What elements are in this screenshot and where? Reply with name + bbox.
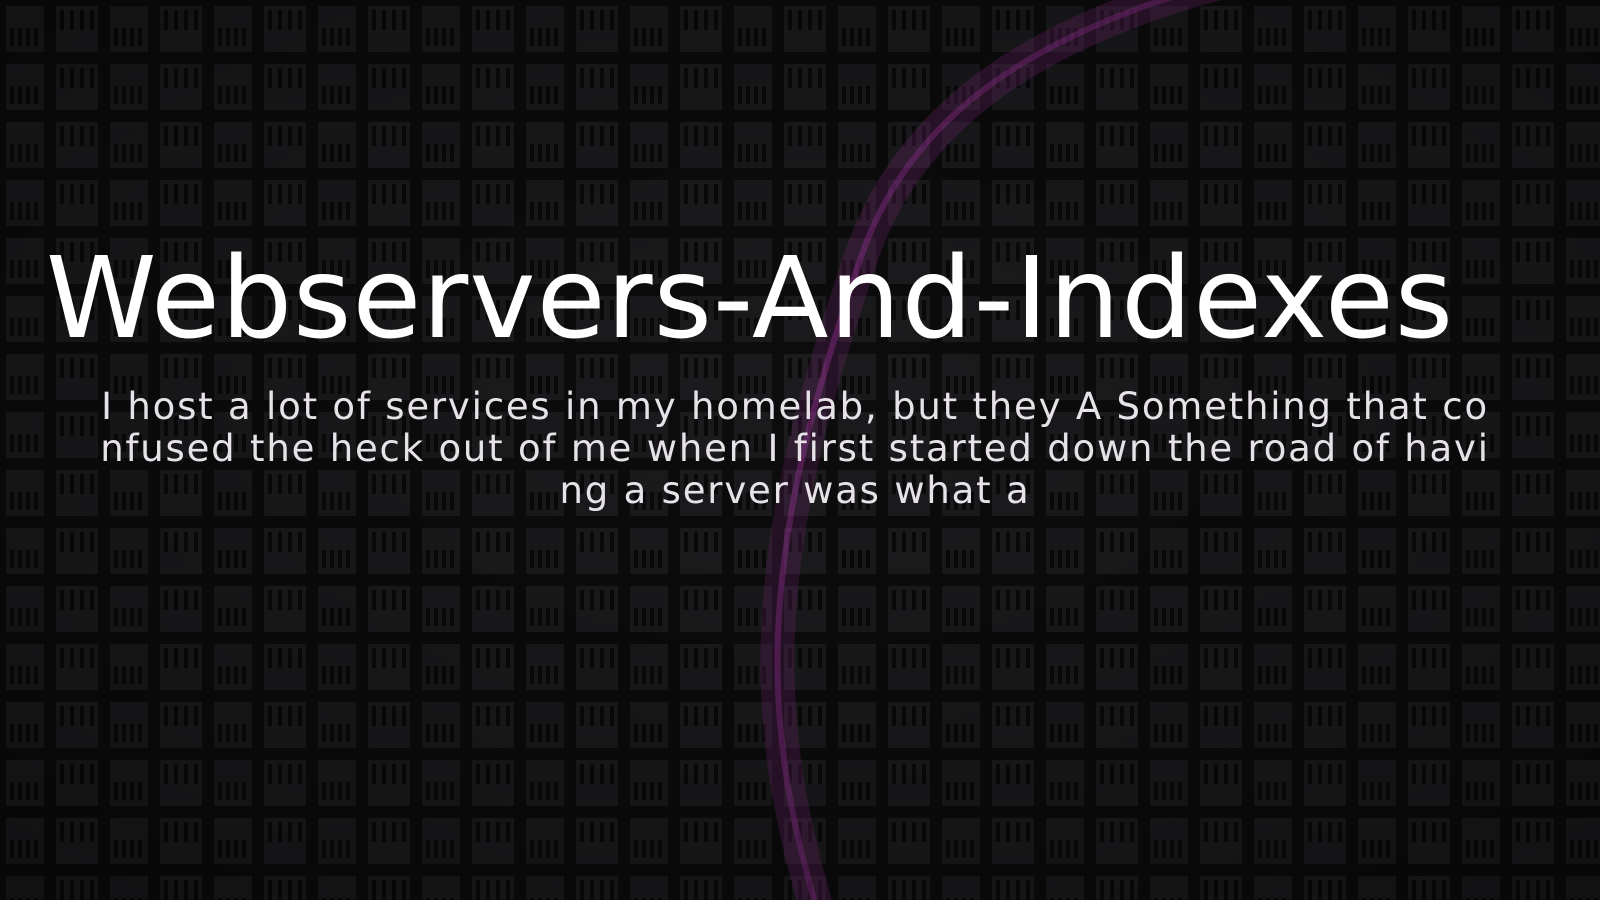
- post-description: I host a lot of services in my homelab, …: [100, 385, 1490, 512]
- post-title: Webservers-And-Indexes: [45, 234, 1455, 364]
